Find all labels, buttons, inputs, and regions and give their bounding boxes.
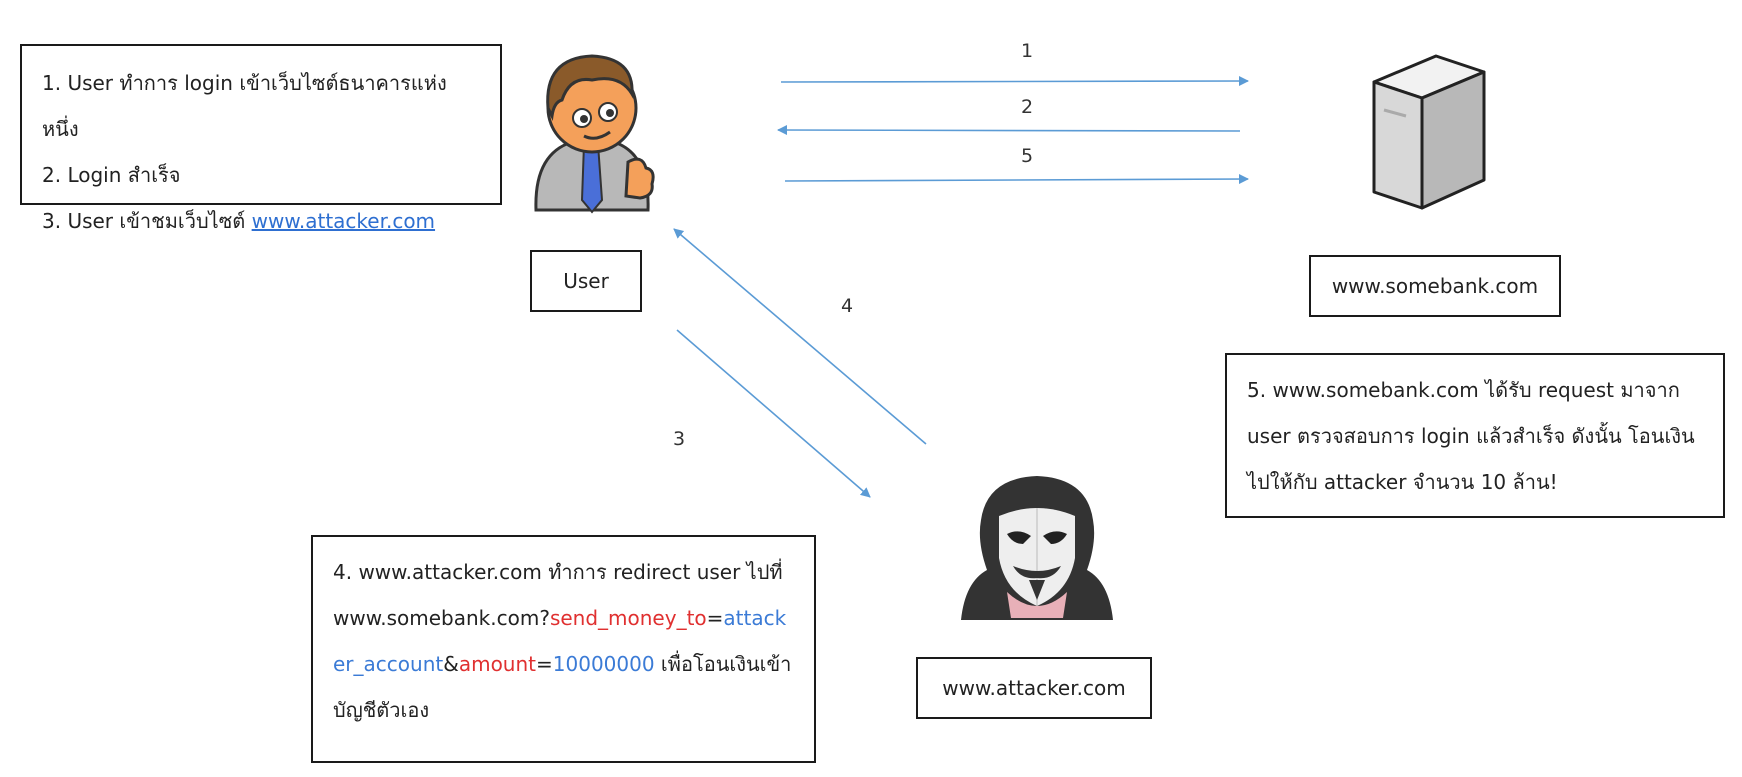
ampersand: & xyxy=(443,652,459,676)
arrow-5-label: 5 xyxy=(1021,145,1034,167)
user-label-box: User xyxy=(530,250,642,312)
arrow-3 xyxy=(676,329,871,498)
equals-1: = xyxy=(706,606,724,630)
attack-note-text: 4. www.attacker.com ทำการ redirect user … xyxy=(333,549,794,733)
param-send-money-to: send_money_to xyxy=(549,606,707,630)
param-amount-value: 10000000 xyxy=(552,652,655,676)
server-icon xyxy=(1372,54,1486,210)
arrow-4 xyxy=(673,228,927,445)
step-3-prefix: 3. User เข้าชมเว็บไซต์ xyxy=(42,209,252,233)
bank-note-text: 5. www.somebank.com ได้รับ request มาจาก… xyxy=(1247,378,1695,494)
attacker-label: www.attacker.com xyxy=(942,676,1126,700)
step-1-text: 1. User ทำการ login เข้าเว็บไซต์ธนาคารแห… xyxy=(42,71,447,141)
attack-note-suffix: เพื่อโอนเงินเข้าบัญชีตัวเอง xyxy=(333,652,792,722)
attacker-link[interactable]: www.attacker.com xyxy=(251,209,436,233)
step-3-text: 3. User เข้าชมเว็บไซต์ www.attacker.com xyxy=(42,198,480,244)
arrow-3-label: 3 xyxy=(673,428,686,450)
arrow-2 xyxy=(777,125,1241,136)
steps-note: 1. User ทำการ login เข้าเว็บไซต์ธนาคารแห… xyxy=(20,44,502,233)
arrow-1-label: 1 xyxy=(1021,40,1034,62)
bank-label: www.somebank.com xyxy=(1331,274,1539,298)
arrow-5 xyxy=(784,174,1249,185)
step-2-text: 2. Login สำเร็จ xyxy=(42,163,181,187)
bank-note: 5. www.somebank.com ได้รับ request มาจาก… xyxy=(1225,353,1725,518)
param-attacker-account: attacker_account xyxy=(333,606,787,676)
param-amount: amount xyxy=(458,652,536,676)
arrow-4-label: 4 xyxy=(841,295,854,317)
attacker-label-box: www.attacker.com xyxy=(916,657,1152,719)
bank-label-box: www.somebank.com xyxy=(1309,255,1561,317)
attack-note: 4. www.attacker.com ทำการ redirect user … xyxy=(311,535,816,763)
user-avatar-icon xyxy=(534,54,655,214)
arrow-2-label: 2 xyxy=(1021,96,1034,118)
user-label: User xyxy=(563,269,609,293)
arrow-1 xyxy=(780,76,1249,87)
hooded-hacker-icon xyxy=(961,476,1113,620)
equals-2: = xyxy=(536,652,553,676)
attack-note-prefix: 4. www.attacker.com ทำการ redirect user … xyxy=(333,560,783,630)
